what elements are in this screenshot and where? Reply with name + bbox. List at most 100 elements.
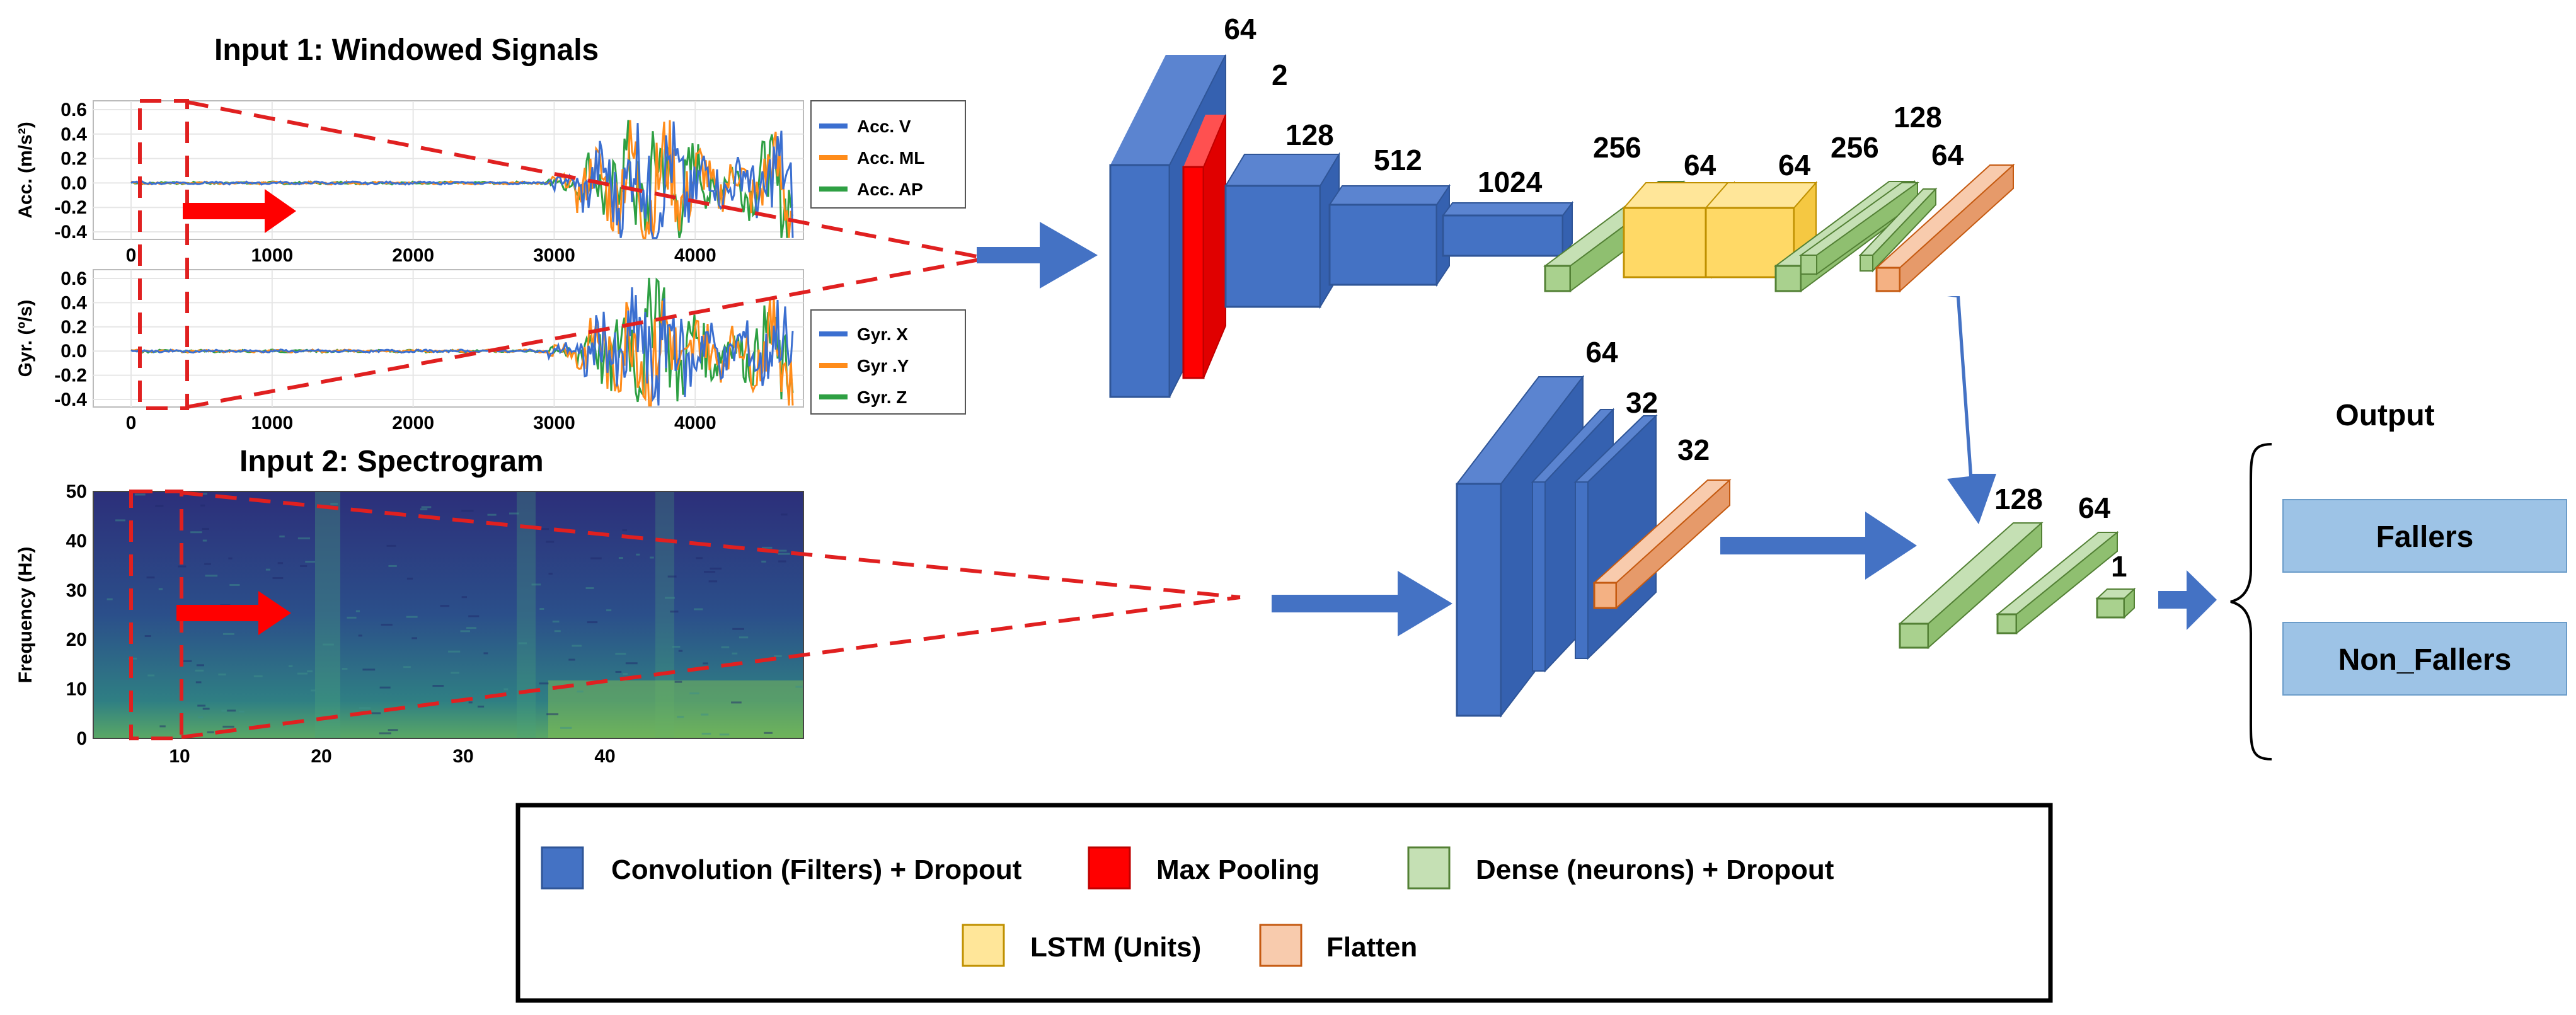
spec-xtick: 10 [169,746,190,767]
legend-label-dense: Dense (neurons) + Dropout [1476,854,1834,885]
top-conv3-block [1328,204,1438,286]
gyr-ytick: -0.4 [54,389,87,410]
gyr-xtick: 1000 [251,413,293,433]
acc-legend-label: Acc. AP [857,180,923,199]
acc-xtick: 2000 [392,245,434,266]
gyr-ytick: 0.0 [60,341,87,362]
gyr-legend-label: Gyr. X [857,324,908,344]
bottom-conv2a-block [1532,481,1546,672]
spec-ytick: 10 [66,679,87,700]
output-section: Output Fallers Non_Fallers [2230,399,2567,760]
gyr-xtick: 2000 [392,413,434,433]
top-lstm1-block [1623,207,1713,278]
bottom-branch: 64 32 32 [1455,336,1732,718]
spec-ytick: 50 [66,481,87,502]
top-lstm2-label: 64 [1778,149,1811,181]
gyr-xtick: 0 [126,413,137,433]
arrow-input2-to-cnn [1272,571,1452,636]
merge-dense1-block [1899,622,1929,649]
arrow-top-to-dense [1947,296,1996,524]
top-lstm1-label: 64 [1684,149,1716,181]
top-conv1-label: 64 [1224,13,1256,45]
window-slide-arrow-1 [183,189,296,233]
acc-xtick: 3000 [533,245,575,266]
legend-label-flatten: Flatten [1326,932,1417,963]
input2-title: Input 2: Spectrogram [239,445,544,478]
gyr-legend-label: Gyr. Z [857,387,907,407]
top-conv2-label: 128 [1285,118,1334,151]
output-class-non-fallers [2282,622,2567,696]
input1-title: Input 1: Windowed Signals [214,33,599,67]
gyr-legend-label: Gyr .Y [857,356,909,376]
top-dense3-block [1860,255,1873,272]
output-class-fallers [2282,499,2567,573]
input1-window [138,99,987,410]
gyr-ytick: -0.2 [54,365,87,386]
legend-label-conv: Convolution (Filters) + Dropout [611,854,1022,885]
gyr-legend: Gyr. X Gyr .Y Gyr. Z [810,309,966,415]
merge-dense: 128 64 1 [1898,483,2136,650]
merge-output-block [2096,597,2125,619]
flow-arrows [977,222,2217,636]
top-dense1-label: 256 [1593,131,1642,164]
merge-dense2-label: 64 [2078,491,2111,524]
top-conv4-label: 1024 [1478,166,1543,198]
bottom-conv1-block [1456,483,1502,717]
bottom-conv2-label: 32 [1626,386,1658,419]
top-dense3-label: 128 [1894,101,1942,134]
gyr-xtick: 4000 [674,413,716,433]
legend-swatch-lstm [962,924,1005,967]
arrow-to-output [2158,570,2217,630]
bottom-flatten-label: 32 [1677,433,1710,466]
acc-ytick: -0.2 [54,197,87,218]
merge-dense1-label: 128 [1994,483,2043,515]
acc-ytick: 0.0 [60,173,87,193]
top-flatten-block [1875,267,1901,292]
top-maxpool-block [1182,166,1205,379]
acc-ylabel: Acc. (m/s²) [15,122,36,218]
legend-swatch-flatten [1259,924,1302,967]
legend-swatch-dense [1407,846,1451,890]
window-slide-arrow-2 [176,591,291,635]
arrow-input1-to-cnn [977,222,1098,289]
output-brace [2230,443,2272,760]
output-class-non-fallers-label: Non_Fallers [2338,643,2512,677]
acc-xtick: 4000 [674,245,716,266]
top-conv3-label: 512 [1374,144,1422,176]
acc-ytick: 0.6 [60,100,87,120]
legend-label-lstm: LSTM (Units) [1030,932,1201,963]
output-title: Output [2335,399,2434,432]
top-dense2-block [1774,265,1802,292]
legend-swatch-conv [541,846,584,890]
spec-ytick: 0 [76,728,87,749]
gyr-xtick: 3000 [533,413,575,433]
top-conv4-block [1442,214,1564,257]
spec-ytick: 30 [66,580,87,601]
top-conv1-block [1109,164,1171,398]
gyr-signal-0 [130,287,794,406]
top-dense2-label: 256 [1831,131,1879,164]
layer-legend: Convolution (Filters) + Dropout Max Pool… [515,803,2053,1003]
top-dense1-block [1544,265,1572,292]
gyr-ytick: 0.6 [60,268,87,289]
bottom-conv1-label: 64 [1585,336,1618,369]
legend-swatch-maxpool [1088,846,1131,890]
bottom-flatten-block [1593,582,1618,609]
gyr-ytick: 0.2 [60,317,87,338]
arrow-bottom-to-dense [1720,512,1917,580]
top-branch: 64 2 128 512 1024 256 64 64 256 128 64 [1109,13,2015,398]
spec-ylabel: Frequency (Hz) [15,547,36,684]
spec-ytick: 20 [66,629,87,650]
gyr-ytick: 0.4 [60,292,87,313]
acc-legend-label: Acc. V [857,117,911,136]
acc-ytick: -0.4 [54,222,87,243]
bottom-conv2b-block [1575,481,1589,659]
output-class-fallers-label: Fallers [2376,520,2474,554]
acc-xtick: 1000 [251,245,293,266]
acc-ytick: 0.4 [60,124,87,145]
